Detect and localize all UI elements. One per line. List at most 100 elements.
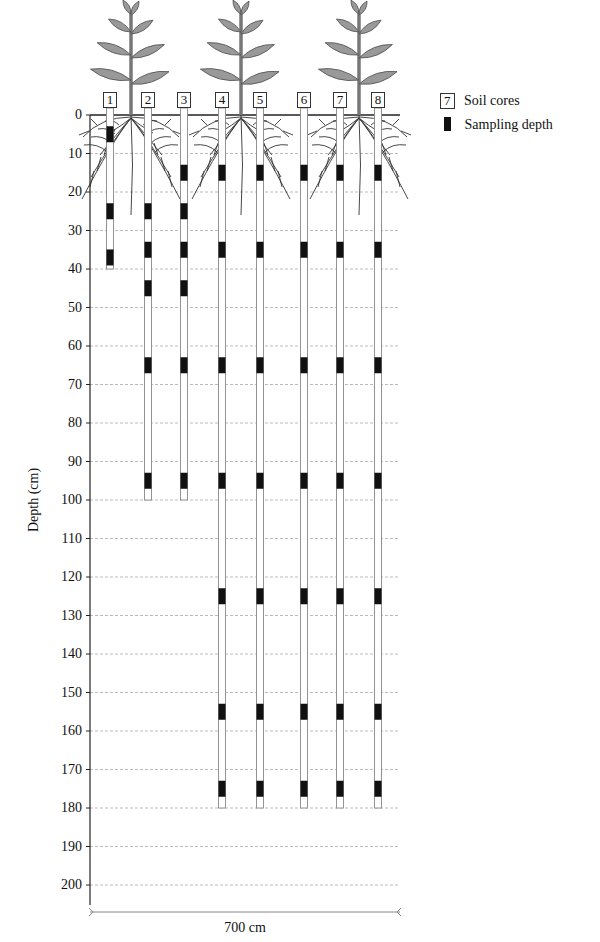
leaf bbox=[89, 65, 132, 85]
root bbox=[318, 171, 322, 187]
grid-line bbox=[90, 500, 400, 501]
root bbox=[241, 115, 243, 215]
grid-line bbox=[90, 577, 400, 578]
root bbox=[241, 118, 290, 199]
core-number: 2 bbox=[145, 92, 152, 107]
tick-label: 180 bbox=[61, 800, 82, 816]
root bbox=[155, 145, 178, 152]
root bbox=[311, 117, 359, 137]
core-number-box: 6 bbox=[297, 92, 312, 108]
leaf bbox=[335, 16, 361, 35]
root bbox=[319, 119, 325, 125]
root bbox=[131, 118, 180, 199]
root bbox=[161, 157, 165, 171]
sampling-mark bbox=[301, 242, 308, 258]
root bbox=[319, 137, 339, 143]
core-number: 7 bbox=[337, 92, 344, 107]
grid-line bbox=[90, 692, 400, 693]
axis-tick bbox=[86, 731, 90, 732]
core-number-box: 2 bbox=[141, 92, 156, 108]
root bbox=[241, 117, 289, 137]
core-number-box: 5 bbox=[253, 92, 268, 108]
depth-axis bbox=[86, 115, 400, 905]
core-tube bbox=[375, 108, 382, 808]
axis-tick bbox=[86, 885, 90, 886]
tick-label: 200 bbox=[61, 877, 82, 893]
axis-tick bbox=[86, 692, 90, 693]
root bbox=[401, 131, 411, 135]
root bbox=[396, 171, 400, 187]
sampling-mark bbox=[257, 165, 264, 181]
grid-line bbox=[90, 808, 400, 809]
stem bbox=[357, 10, 361, 115]
leaf bbox=[358, 41, 394, 62]
leaf bbox=[358, 67, 399, 88]
soil-core bbox=[375, 108, 382, 808]
grid-line bbox=[90, 654, 400, 655]
root bbox=[79, 131, 89, 135]
leaf bbox=[96, 39, 133, 59]
core-number: 6 bbox=[301, 92, 308, 107]
root bbox=[265, 145, 288, 152]
root bbox=[379, 137, 399, 143]
core-number-box: 1 bbox=[103, 92, 118, 108]
grid-line bbox=[90, 538, 400, 539]
legend-item: Sampling depth bbox=[440, 117, 553, 133]
root bbox=[91, 119, 97, 125]
sampling-mark bbox=[301, 165, 308, 181]
grid-line bbox=[90, 846, 400, 847]
tick-label: 10 bbox=[68, 146, 82, 162]
root bbox=[275, 119, 281, 125]
axis-tick bbox=[86, 423, 90, 424]
sampling-mark bbox=[375, 473, 382, 489]
grid-line bbox=[90, 269, 400, 270]
leaf bbox=[130, 67, 171, 88]
sampling-mark bbox=[375, 781, 382, 797]
grid-line bbox=[90, 731, 400, 732]
spacer bbox=[455, 117, 459, 132]
axis-tick bbox=[86, 115, 90, 116]
sampling-mark bbox=[107, 203, 114, 219]
grid-line bbox=[90, 153, 400, 154]
core-number: 5 bbox=[257, 92, 264, 107]
tick-label: 0 bbox=[75, 107, 82, 123]
leaf bbox=[129, 0, 141, 16]
grid-line bbox=[90, 346, 400, 347]
stem bbox=[239, 10, 243, 115]
grid bbox=[90, 154, 400, 886]
sampling-mark bbox=[145, 280, 152, 296]
legend-item: 7 Soil cores bbox=[440, 93, 520, 109]
axis-tick bbox=[86, 384, 90, 385]
legend-text: Soil cores bbox=[464, 93, 520, 108]
root bbox=[307, 131, 317, 135]
sampling-mark bbox=[257, 242, 264, 258]
root bbox=[193, 117, 241, 137]
leaf bbox=[357, 0, 369, 16]
soil-core bbox=[145, 108, 152, 500]
axis-tick bbox=[86, 346, 90, 347]
sampling-mark bbox=[219, 704, 226, 720]
sampling-mark bbox=[181, 473, 188, 489]
sampling-mark bbox=[301, 704, 308, 720]
root bbox=[90, 171, 94, 187]
core-number: 4 bbox=[219, 92, 226, 107]
soil-core bbox=[301, 108, 308, 808]
soil-core bbox=[219, 108, 226, 808]
root bbox=[194, 145, 217, 152]
legend-text: Sampling depth bbox=[465, 117, 553, 132]
leaf bbox=[239, 0, 251, 16]
roots bbox=[189, 115, 293, 215]
sampling-mark bbox=[181, 280, 188, 296]
sampling-mark bbox=[301, 781, 308, 797]
axis-tick bbox=[86, 153, 90, 154]
grid-line bbox=[90, 769, 400, 770]
tick-label: 140 bbox=[61, 646, 82, 662]
root bbox=[359, 117, 407, 137]
root bbox=[192, 118, 241, 199]
sampling-mark bbox=[337, 357, 344, 373]
tick-label: 170 bbox=[61, 762, 82, 778]
dimension-label: 700 cm bbox=[224, 920, 266, 936]
sampling-mark bbox=[337, 165, 344, 181]
axis-tick bbox=[86, 577, 90, 578]
